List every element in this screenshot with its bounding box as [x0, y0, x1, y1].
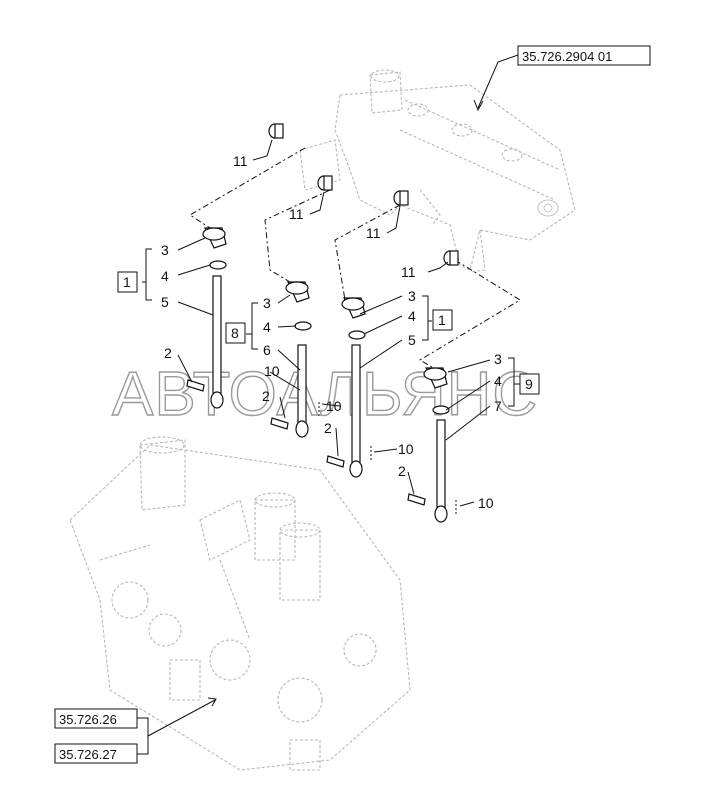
plug	[268, 123, 284, 139]
callout-5: 5	[408, 332, 416, 348]
callout-2: 2	[262, 388, 270, 404]
callout-4: 4	[494, 373, 502, 389]
callout-numbers: 11 11 11 11 3 4 5 2 3 4 6 10 2 3 4 5 10 …	[161, 153, 502, 511]
plug	[443, 250, 459, 266]
kit-box-far-right[interactable]: 9	[519, 373, 540, 395]
pump-ghost	[69, 436, 411, 771]
ref-valve-block-label: 35.726.2904 01	[522, 49, 612, 64]
callout-11: 11	[401, 264, 416, 280]
ref-leader-valve	[477, 54, 519, 109]
kit-left-label: 1	[123, 274, 131, 290]
plug-group	[268, 123, 459, 266]
kit-right-label: 1	[438, 312, 446, 328]
kit-box-middle[interactable]: 8	[225, 322, 246, 344]
callout-3: 3	[263, 295, 271, 311]
callout-10: 10	[478, 495, 494, 511]
callout-7: 7	[494, 398, 502, 414]
callout-10: 10	[398, 441, 414, 457]
callout-3: 3	[408, 288, 416, 304]
callout-3: 3	[494, 351, 502, 367]
ref-box-pump-a[interactable]: 35.726.26	[54, 708, 138, 729]
ref-leader-arrow	[473, 99, 484, 112]
kit-middle-label: 8	[231, 325, 239, 341]
kit-box-right[interactable]: 1	[432, 309, 453, 331]
callout-11: 11	[366, 225, 381, 241]
callout-11: 11	[289, 206, 304, 222]
pipe-assembly-right	[407, 367, 450, 523]
callout-2: 2	[324, 420, 332, 436]
ref-box-valve-block[interactable]: 35.726.2904 01	[517, 45, 651, 66]
callout-4: 4	[161, 268, 169, 284]
callout-2: 2	[164, 345, 172, 361]
callout-5: 5	[161, 294, 169, 310]
plug-leaders	[252, 139, 449, 273]
callout-10: 10	[326, 398, 342, 414]
ref-pump-b-label: 35.726.27	[59, 747, 117, 762]
callout-11: 11	[233, 153, 248, 169]
ref-box-pump-b[interactable]: 35.726.27	[54, 743, 138, 764]
callout-3: 3	[161, 242, 169, 258]
valve-block-ghost	[299, 69, 576, 273]
callout-6: 6	[263, 342, 271, 358]
routing-lines	[189, 147, 521, 373]
callout-10: 10	[264, 363, 280, 379]
callout-2: 2	[398, 463, 406, 479]
kit-box-left[interactable]: 1	[117, 271, 138, 293]
plug	[393, 190, 409, 206]
pipe-assembly-center	[326, 297, 366, 478]
callout-leaders	[137, 237, 520, 755]
callout-4: 4	[263, 319, 271, 335]
watermark: АВТОАЛЬЯНС	[112, 360, 538, 429]
callout-4: 4	[408, 308, 416, 324]
ref-pump-a-label: 35.726.26	[59, 712, 117, 727]
pipe-assembly-left	[186, 227, 227, 409]
plug	[317, 175, 333, 191]
pipe-assembly-middle	[270, 281, 312, 438]
kit-far-right-label: 9	[525, 376, 533, 392]
